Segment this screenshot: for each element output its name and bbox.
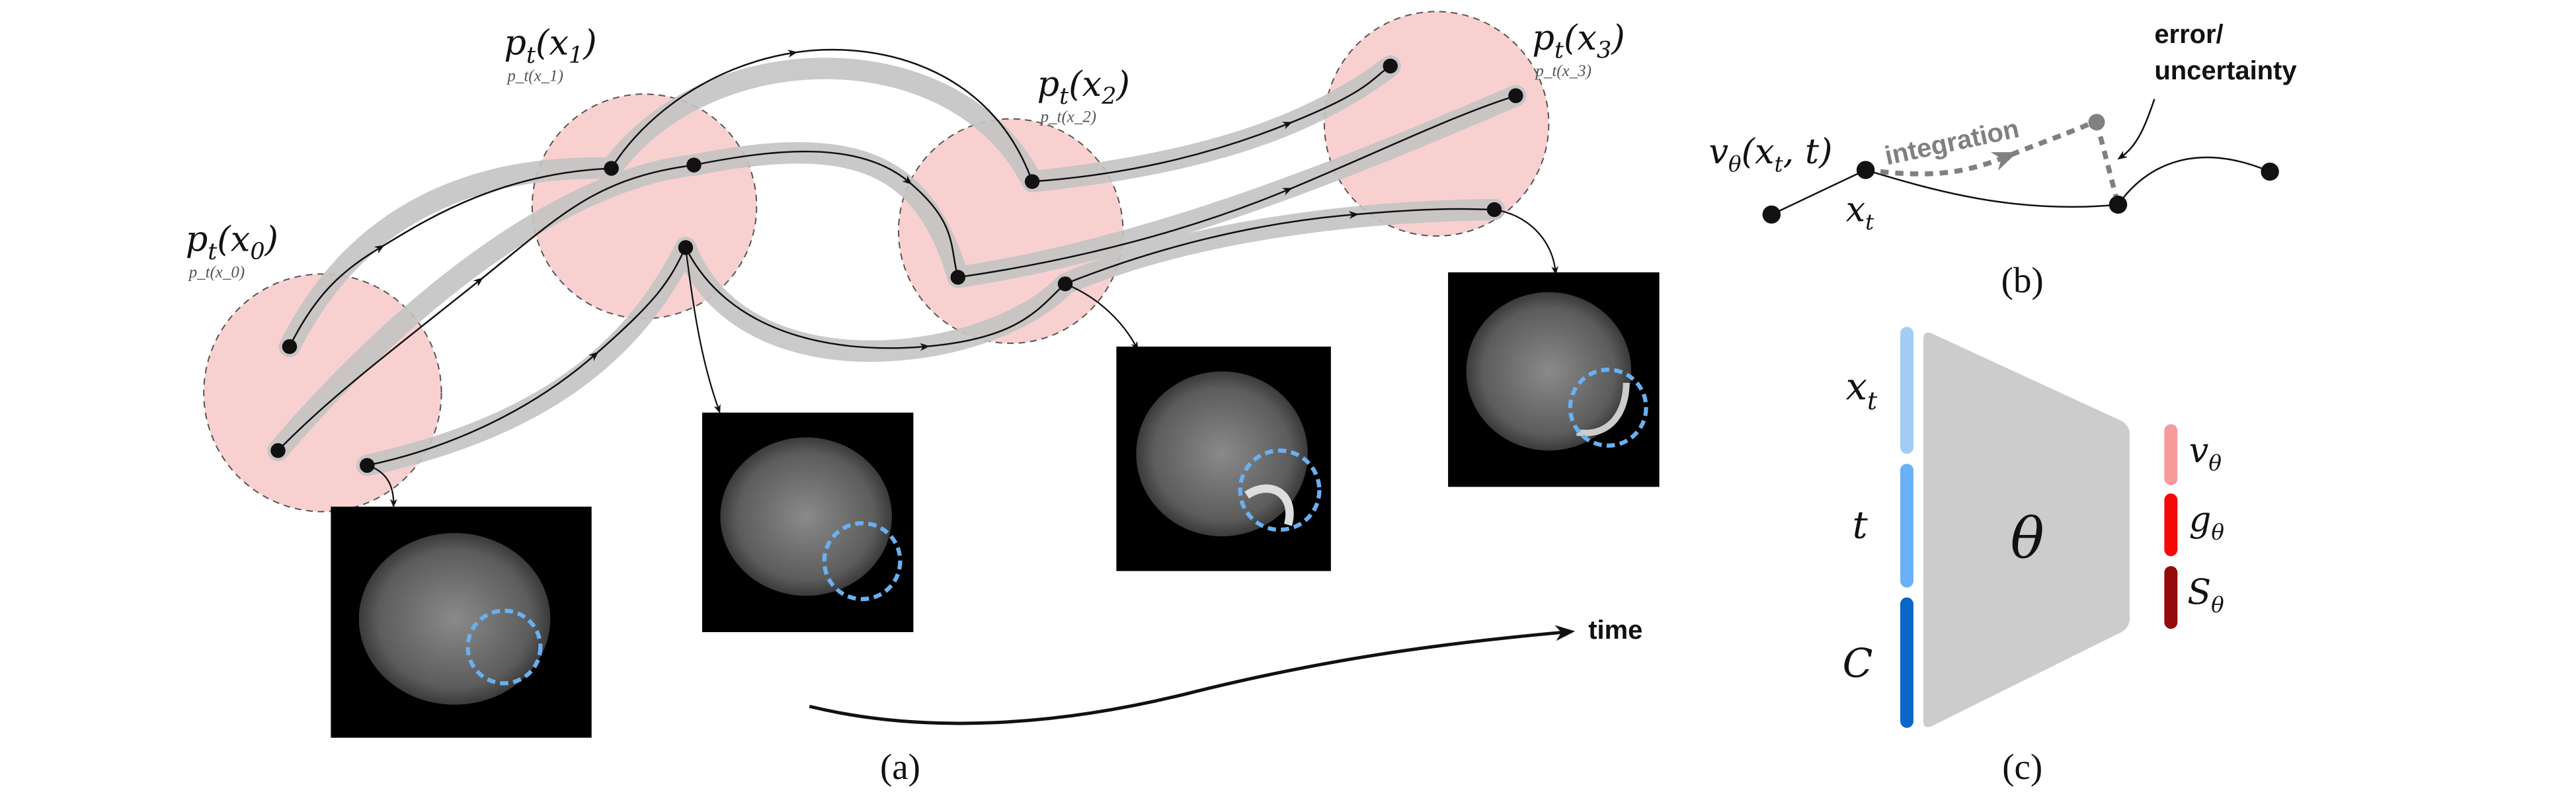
label-p3-raw: p_t(x_3) [1534, 62, 1591, 80]
caption-b: (b) [2001, 260, 2044, 300]
error-pointer [2117, 99, 2155, 160]
panel-b: vθ(xt, t) xt integration error/ uncertai… [1709, 20, 2296, 300]
output-bar-g [2164, 493, 2178, 557]
state-label: xt [1846, 189, 1875, 234]
label-p0: pt(x0) [186, 219, 278, 264]
true-trajectory [1771, 166, 2118, 216]
integration-path [1865, 120, 2095, 177]
brain-scan-4 [1448, 272, 1660, 487]
output-bar-s [2164, 566, 2178, 629]
network-label: θ [2011, 507, 2044, 572]
input-bar-xt [1900, 327, 1913, 454]
brain-scan-1 [331, 507, 592, 738]
input-label-c: C [1843, 640, 1873, 686]
output-bar-v [2164, 424, 2178, 485]
label-p3: pt(x3) [1532, 18, 1625, 63]
output-label-g: gθ [2189, 500, 2224, 545]
error-label-2: uncertainty [2154, 56, 2296, 85]
trajectory-points [1762, 161, 2279, 224]
input-bar-c [1900, 597, 1913, 728]
true-trajectory-tail [2117, 156, 2271, 206]
panel-a: pt(x0) pt(x1) pt(x2) pt(x3) p_t(x_0) p_t… [186, 11, 1660, 787]
panel-c: θ xt t C vθ gθ Sθ (c) [1843, 327, 2224, 787]
output-label-s: Sθ [2187, 573, 2224, 618]
sample-links [366, 208, 1558, 508]
label-p1-raw: p_t(x_1) [506, 67, 563, 85]
label-p1: pt(x1) [504, 22, 596, 68]
caption-a: (a) [880, 747, 920, 787]
input-label-xt: xt [1846, 364, 1878, 415]
network-body [1923, 332, 2130, 727]
label-p2: pt(x2) [1037, 64, 1130, 110]
sample-points [270, 58, 1523, 473]
label-p2-raw: p_t(x_2) [1039, 108, 1096, 126]
output-label-v: vθ [2189, 430, 2222, 475]
brain-scan-2 [702, 412, 914, 632]
brain-scan-3 [1116, 346, 1331, 571]
input-bar-t [1900, 464, 1913, 588]
label-p0-raw: p_t(x_0) [188, 263, 245, 281]
error-label-1: error/ [2154, 20, 2223, 49]
trajectories [277, 49, 1516, 467]
integration-label: integration [1882, 114, 2022, 171]
input-label-t: t [1853, 503, 1869, 548]
time-arrow [809, 625, 1576, 725]
predicted-point [2088, 114, 2105, 131]
time-label: time [1588, 616, 1642, 645]
error-gap [2094, 121, 2121, 206]
caption-c: (c) [2002, 747, 2042, 787]
velocity-label: vθ(xt, t) [1709, 132, 1832, 177]
